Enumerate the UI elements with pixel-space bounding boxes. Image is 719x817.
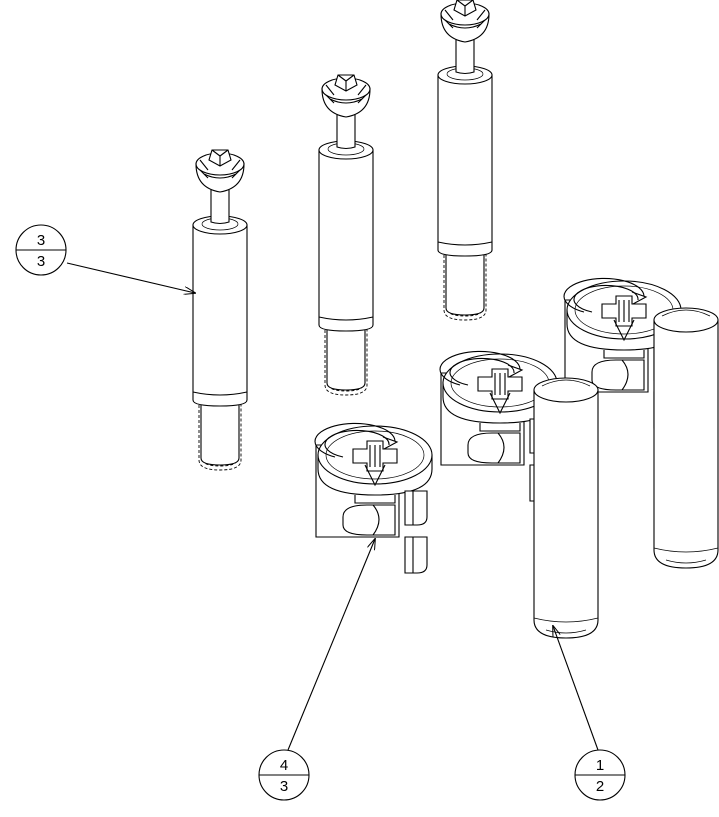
dowel-middle	[318, 74, 374, 396]
balloon-item-number: 3	[37, 232, 45, 249]
leader-line-4	[287, 539, 375, 751]
balloon-item-number: 1	[596, 757, 604, 774]
pin-back	[653, 307, 719, 569]
balloon-quantity: 2	[596, 778, 604, 795]
balloon-quantity: 3	[37, 253, 45, 270]
leader-line-1	[553, 626, 599, 751]
balloon-item-1: 1 2	[574, 749, 626, 801]
dowel-right	[437, 0, 493, 321]
pin-front	[533, 377, 599, 639]
balloon-quantity: 3	[280, 778, 288, 795]
balloon-item-3: 3 3	[15, 224, 67, 276]
cam-lock-front	[314, 422, 433, 574]
dowel-left	[192, 149, 248, 471]
leader-line-3	[66, 262, 195, 293]
balloon-item-4: 4 3	[258, 749, 310, 801]
balloon-item-number: 4	[280, 757, 288, 774]
